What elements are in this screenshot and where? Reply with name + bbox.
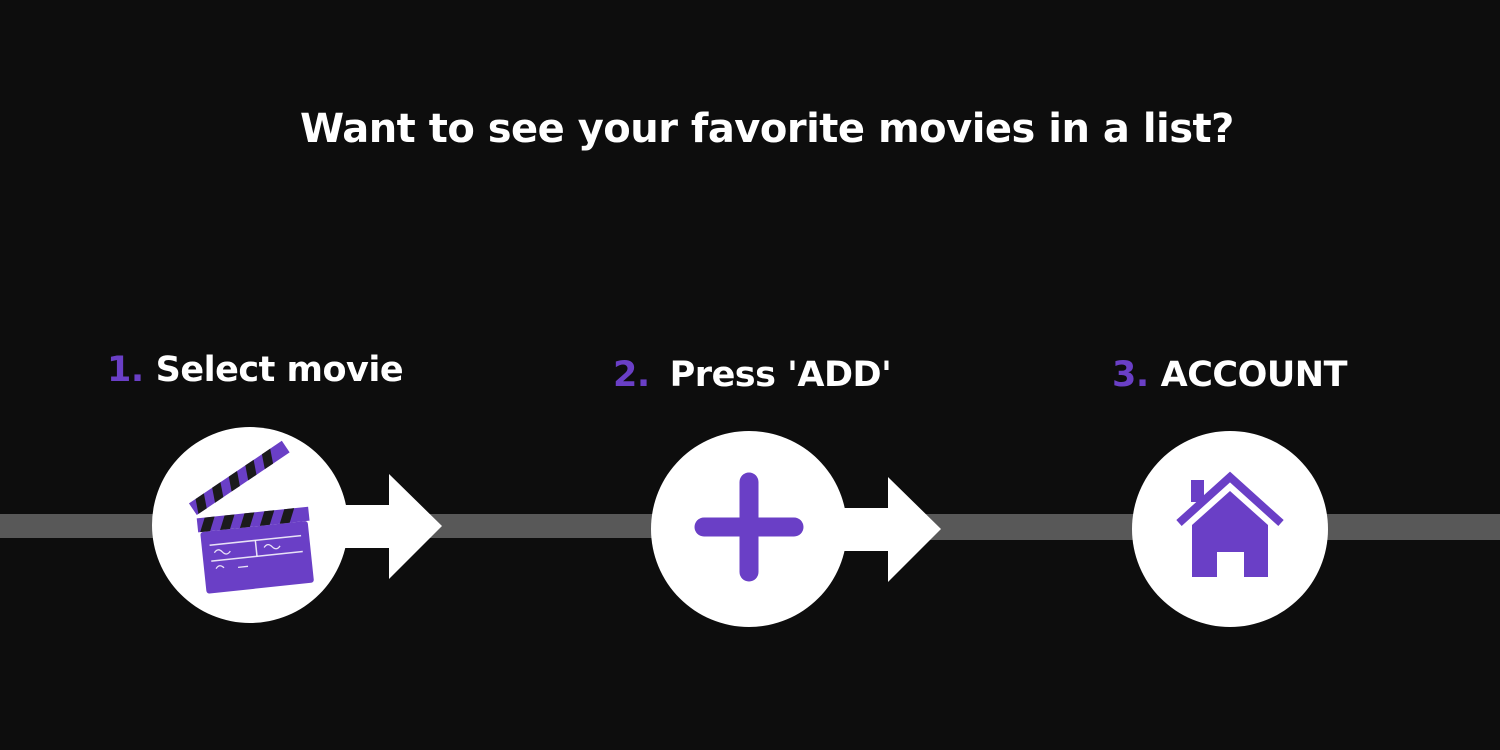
step-1-circle (152, 427, 348, 623)
home-icon (1176, 471, 1284, 577)
arrow-2-icon (843, 477, 941, 582)
headline: Want to see your favorite movies in a li… (300, 106, 1234, 152)
clapperboard-icon (188, 440, 314, 594)
step-1-number: 1. (107, 350, 144, 390)
step-3-label: 3. ACCOUNT (1112, 355, 1347, 395)
step-2-number: 2. (613, 355, 650, 395)
step-2-text: Press 'ADD' (669, 355, 892, 395)
arrow-1-icon (344, 474, 442, 579)
step-2-label: 2. Press 'ADD' (613, 355, 892, 395)
step-1-label: 1. Select movie (107, 350, 404, 390)
step-2-circle (651, 431, 847, 627)
step-3-text: ACCOUNT (1160, 355, 1348, 395)
step-3-circle (1132, 431, 1328, 627)
plus-icon (694, 472, 804, 582)
step-3-number: 3. (1112, 355, 1149, 395)
step-1-text: Select movie (155, 350, 404, 390)
